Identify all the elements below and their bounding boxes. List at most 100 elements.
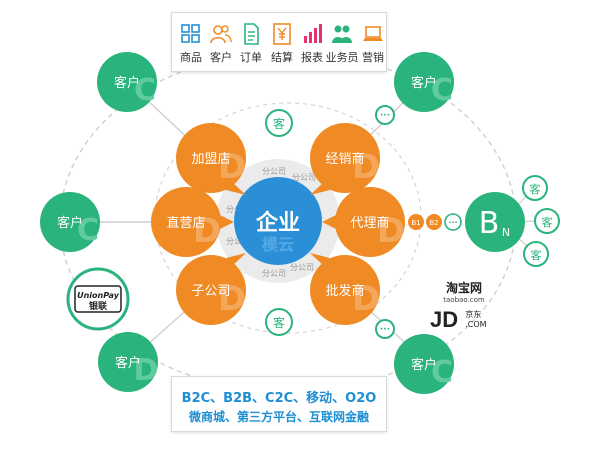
- svg-text:D: D: [193, 211, 221, 251]
- dots-label: ···: [380, 325, 390, 335]
- node-jingxiaoshang: D 经销商: [310, 123, 380, 195]
- center-watermark: 模云: [262, 235, 294, 254]
- bubble-label: 客: [542, 215, 553, 229]
- bubble-label: 客: [531, 248, 542, 262]
- toolbar-item-settlement[interactable]: 结算: [267, 13, 297, 71]
- grid-icon: [181, 24, 200, 43]
- channels-line2: 微商城、第三方平台、互联网金融: [188, 410, 369, 424]
- svg-text:D: D: [352, 147, 380, 187]
- bn-sub: N: [502, 226, 510, 239]
- node-jiamengdian: D 加盟店: [176, 123, 246, 195]
- customer-bottom-left: D 客户: [98, 332, 158, 392]
- customer-left: C 客户: [40, 192, 100, 252]
- svg-text:C: C: [77, 213, 99, 248]
- salesperson-icon: [332, 25, 352, 43]
- node-zhiyingdian: D 直营店: [151, 187, 234, 257]
- center-title: 企业: [255, 210, 300, 236]
- taobao-domain: taobao.com: [443, 296, 485, 304]
- customer-label: 客户: [411, 357, 437, 373]
- toolbar-item-orders[interactable]: 订单: [236, 13, 266, 71]
- node-label: 批发商: [325, 283, 364, 299]
- unionpay-cn: 银联: [89, 300, 108, 312]
- toolbar-label: 客户: [210, 51, 232, 64]
- customer-label: 客户: [115, 355, 141, 371]
- users-icon: [210, 25, 232, 44]
- node-label: 子公司: [191, 284, 230, 299]
- bar-chart-icon: [304, 24, 322, 43]
- ring-label-right: 分公司: [292, 173, 316, 182]
- toolbar-label: 营销: [362, 51, 384, 64]
- jd-suffix: .COM: [465, 320, 487, 329]
- bubble-bottom: 客: [265, 308, 293, 336]
- bubble-label: 客: [273, 116, 285, 131]
- svg-text:C: C: [431, 73, 453, 108]
- toolbar-label: 报表: [301, 51, 323, 64]
- ring-label-bottom: 分公司: [262, 269, 286, 278]
- bn-bubble-middle: 客: [534, 208, 560, 234]
- channels-box: B2C、B2B、C2C、移动、O2O 微商城、第三方平台、互联网金融: [171, 376, 387, 432]
- svg-text:D: D: [352, 279, 380, 319]
- node-label: 直营店: [166, 216, 205, 231]
- svg-text:D: D: [377, 211, 405, 251]
- chain: B1 B2 ···: [408, 213, 462, 231]
- customer-top-left: C 客户: [97, 52, 157, 112]
- dots-label: ···: [380, 111, 390, 121]
- chain-dots: ···: [448, 218, 457, 227]
- node-pifashang: D 批发商: [310, 253, 380, 325]
- svg-text:D: D: [218, 279, 246, 319]
- toolbar-item-reports[interactable]: 报表: [297, 13, 327, 71]
- bubble-top: 客: [265, 109, 293, 137]
- center-node: [234, 177, 322, 265]
- customer-bottom-right: C 客户: [394, 334, 454, 394]
- bubble-label: 客: [273, 315, 285, 330]
- customer-label: 客户: [57, 215, 83, 231]
- svg-text:C: C: [134, 73, 156, 108]
- bubble-label: 客: [530, 182, 541, 196]
- svg-text:C: C: [431, 355, 453, 390]
- node-label: 加盟店: [191, 152, 230, 167]
- bn-bubble-top: 客: [522, 175, 548, 201]
- dots-bottom-right: ···: [375, 319, 395, 339]
- taobao-name: 淘宝网: [445, 281, 482, 295]
- toolbar-label: 订单: [240, 51, 262, 64]
- laptop-icon: [363, 26, 383, 41]
- dots-top-right: ···: [375, 105, 395, 125]
- jd-cn: 京东: [465, 310, 482, 319]
- unionpay-node: UnionPay 银联: [66, 267, 130, 331]
- document-icon: [244, 23, 259, 45]
- bn-bubble-bottom: 客: [523, 241, 549, 267]
- chain-b2: B2: [429, 219, 438, 227]
- toolbar-label: 业务员: [325, 51, 359, 64]
- ring-label-top: 分公司: [262, 167, 286, 176]
- toolbar-label: 商品: [180, 51, 202, 64]
- toolbar-item-salesperson[interactable]: 业务员: [326, 13, 359, 71]
- ring-label-lower-left: 分公司: [226, 237, 250, 246]
- toolbar-item-customers[interactable]: 客户: [206, 13, 236, 71]
- node-dailishang: D 代理商: [322, 187, 405, 257]
- module-toolbar: 商品 客户 订单 结算 报表: [171, 12, 387, 72]
- svg-text:D: D: [134, 353, 159, 388]
- bn-main: B: [479, 206, 500, 241]
- svg-text:D: D: [218, 147, 246, 187]
- toolbar-label: 结算: [271, 51, 293, 64]
- jd-name: JD: [430, 307, 459, 332]
- unionpay-name: UnionPay: [77, 291, 120, 300]
- bn-node: B N: [465, 192, 525, 252]
- jd-logo: JD 京东 .COM: [430, 307, 510, 333]
- yen-icon: [273, 23, 291, 45]
- customer-label: 客户: [114, 75, 140, 91]
- customer-top-right: C 客户: [394, 52, 454, 112]
- ring-label-lower-right: 分公司: [290, 263, 314, 272]
- node-label: 代理商: [350, 216, 389, 231]
- node-zigongsi: D 子公司: [176, 253, 246, 325]
- channels-line1: B2C、B2B、C2C、移动、O2O: [181, 391, 377, 406]
- unionpay-logo: [74, 285, 122, 313]
- customer-label: 客户: [411, 75, 437, 91]
- chain-b1: B1: [411, 219, 420, 227]
- taobao-logo: 淘宝网 taobao.com: [434, 279, 494, 304]
- ecommerce-logos: 淘宝网 taobao.com JD 京东 .COM: [418, 275, 518, 345]
- toolbar-item-marketing[interactable]: 营销: [358, 13, 388, 71]
- node-label: 经销商: [325, 152, 364, 167]
- toolbar-item-products[interactable]: 商品: [176, 13, 206, 71]
